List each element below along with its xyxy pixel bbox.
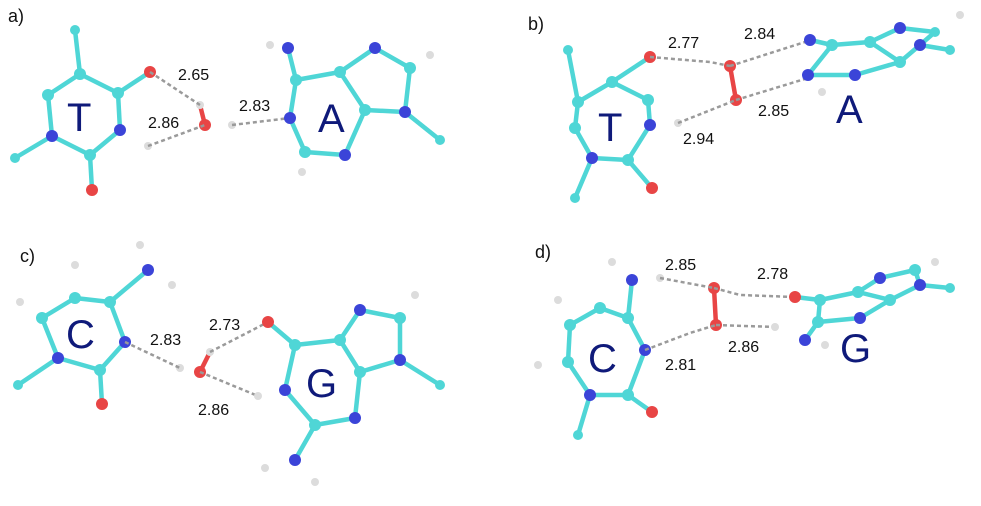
distance-label: 2.83: [239, 98, 270, 115]
base-letter-a-b: A: [836, 88, 863, 132]
distance-label: 2.81: [665, 357, 696, 374]
distance-label: 2.86: [148, 115, 179, 132]
guanine-molecule-c: [254, 291, 445, 486]
panel-b: b) T: [528, 11, 964, 203]
base-letter-a-a: A: [318, 97, 345, 141]
thymine-molecule-b: [563, 45, 682, 203]
adenine-molecule-b: [802, 11, 964, 96]
distance-label: 2.65: [178, 67, 209, 84]
base-letter-g-d: G: [840, 327, 871, 371]
distance-label: 2.78: [757, 266, 788, 283]
distance-label: 2.84: [744, 26, 775, 43]
cytosine-molecule-d: [534, 258, 664, 440]
panel-label-c: c): [20, 246, 35, 266]
adenine-molecule-a: [266, 41, 445, 176]
base-letter-c-d: C: [588, 337, 617, 381]
distance-label: 2.85: [758, 103, 789, 120]
distance-label: 2.94: [683, 131, 714, 148]
base-letter-c-c: C: [66, 313, 95, 357]
panel-a: a) T: [8, 6, 445, 196]
distance-label: 2.86: [198, 402, 229, 419]
guanine-molecule-d: [771, 258, 955, 349]
distance-label: 2.77: [668, 35, 699, 52]
base-letter-t-b: T: [598, 106, 622, 150]
panel-label-a: a): [8, 6, 24, 26]
panel-label-b: b): [528, 14, 544, 34]
panel-label-d: d): [535, 242, 551, 262]
thymine-molecule-a: [10, 25, 156, 196]
distance-label: 2.85: [665, 257, 696, 274]
distance-label: 2.73: [209, 317, 240, 334]
panel-d: d) C: [534, 242, 955, 440]
base-letter-g-c: G: [306, 362, 337, 406]
distance-label: 2.86: [728, 339, 759, 356]
panel-c: c) C: [13, 241, 445, 486]
distance-label: 2.83: [150, 332, 181, 349]
base-letter-t-a: T: [67, 96, 91, 140]
